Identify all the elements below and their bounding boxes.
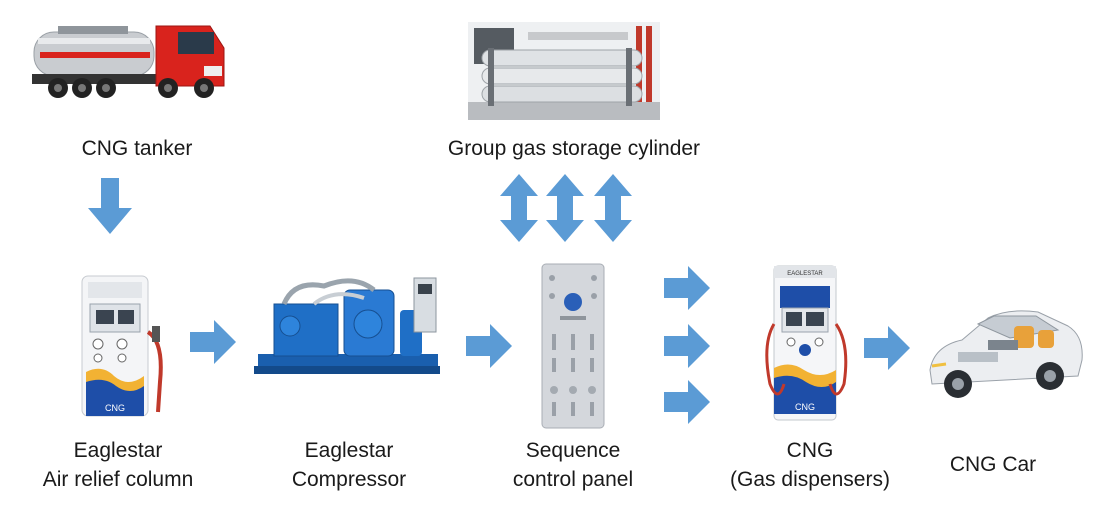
arrow-bidirectional-icon: [500, 174, 538, 242]
relief-label-line2: Air relief column: [42, 468, 194, 491]
storage-label: Group gas storage cylinder: [447, 137, 701, 160]
dispenser-image: EAGLESTAR CNG: [765, 265, 848, 421]
relief-label: Eaglestar Air relief column: [20, 436, 216, 494]
arrow-right-icon: [864, 326, 910, 370]
panel-label: Sequence control panel: [484, 436, 662, 494]
control-panel-image: [541, 263, 605, 429]
tanker-label: CNG tanker: [81, 137, 193, 160]
car-label: CNG Car: [949, 453, 1037, 476]
dispenser-label-line2: (Gas dispensers): [730, 468, 890, 491]
relief-cng-badge: CNG: [105, 403, 125, 413]
arrow-right-icon: [664, 324, 710, 368]
dispenser-label: CNG (Gas dispensers): [708, 436, 912, 494]
compressor-label-line2: Compressor: [291, 468, 407, 491]
dispenser-cng-badge: CNG: [795, 402, 815, 412]
arrow-bidirectional-icon: [594, 174, 632, 242]
car-image: [929, 310, 1083, 398]
panel-label-line1: Sequence: [525, 439, 621, 462]
arrow-right-icon: [466, 324, 512, 368]
relief-label-line1: Eaglestar: [73, 439, 163, 462]
relief-column-image: CNG: [81, 275, 163, 417]
arrow-right-icon: [664, 266, 710, 310]
storage-cylinder-image: [468, 22, 660, 120]
arrow-right-icon: [190, 320, 236, 364]
compressor-label: Eaglestar Compressor: [254, 436, 444, 494]
compressor-label-line1: Eaglestar: [304, 439, 394, 462]
panel-label-line2: control panel: [512, 468, 634, 491]
arrow-down-icon: [88, 178, 132, 234]
compressor-image: [254, 277, 440, 374]
dispenser-label-line1: CNG: [786, 439, 834, 462]
arrow-bidirectional-icon: [546, 174, 584, 242]
arrow-right-icon: [664, 380, 710, 424]
tanker-truck-image: [32, 25, 225, 98]
dispenser-brand: EAGLESTAR: [787, 271, 823, 277]
